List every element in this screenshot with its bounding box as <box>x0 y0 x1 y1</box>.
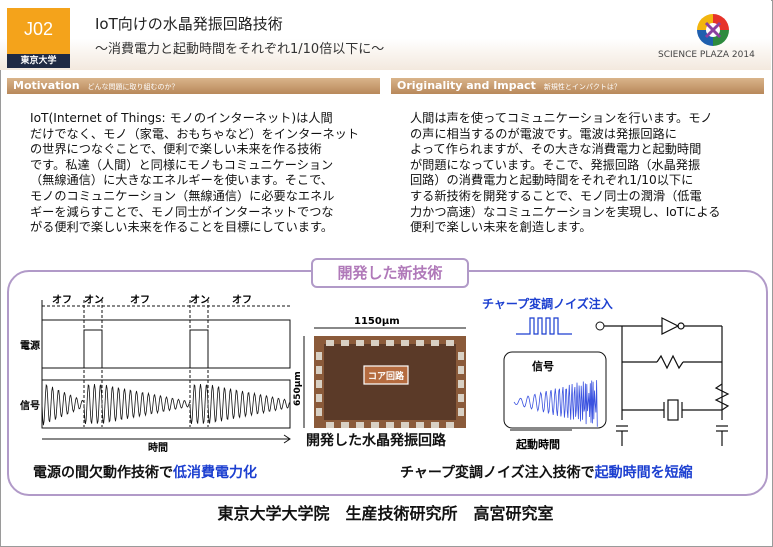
chirp-signal-wave <box>513 380 598 427</box>
motivation-line: （無線通信）に大きなエネルギーを使います。そこで、 <box>30 173 333 188</box>
footer-lab: 東京大学大学院 生産技術研究所 高宮研究室 <box>217 504 554 523</box>
originality-line: 人間は声を使ってコミュニケーションを行います。モノ <box>410 111 713 125</box>
chip-pad <box>416 422 424 428</box>
chip-pad <box>326 422 334 428</box>
left-caption-highlight: 低消費電力化 <box>173 465 257 481</box>
motivation-line: だけでなく、モノ（家電、おもちゃなど）をインターネット <box>30 126 360 141</box>
panel-title: 開発した新技術 <box>311 258 469 288</box>
chip-pad <box>401 340 409 346</box>
crystal-icon <box>667 399 679 421</box>
label-off-1: オフ <box>52 294 72 306</box>
core-circuit-label: コア回路 <box>368 370 405 382</box>
chip-pad <box>401 422 409 428</box>
originality-line: の声に相当するのが電波です。電波は発振回路に <box>410 126 677 141</box>
label-on-1: オン <box>84 294 104 306</box>
chirp-title: チャープ変調ノイズ注入 <box>482 296 613 311</box>
chip-pads <box>316 340 464 428</box>
left-caption-text: 電源の間欠動作技術で <box>33 465 173 481</box>
right-caption-highlight: 起動時間を短縮 <box>594 465 693 481</box>
chip-pad <box>386 422 394 428</box>
header: J02 東京大学 IoT向けの水晶発振回路技術 〜消費電力と起動時間をそれぞれ1… <box>0 0 771 70</box>
chip-pad <box>431 422 439 428</box>
chip-width-label: 1150μm <box>354 316 400 327</box>
originality-line: 力かつ高速）なコミュニケーションを実現し、IoTによる <box>410 204 721 219</box>
chip-height-label: 650μm <box>293 371 303 406</box>
chip-pad <box>316 408 322 416</box>
startup-label: 起動時間 <box>515 437 560 451</box>
chip-caption: 開発した水晶発振回路 <box>306 433 446 449</box>
chip-pad <box>458 366 464 374</box>
originality-line: 回路）の消費電力と起動時間をそれぞれ1/10以下に <box>410 173 694 188</box>
originality-sub: 新規性とインパクトは？ <box>543 83 621 91</box>
chip-pad <box>458 408 464 416</box>
label-on-2: オン <box>190 294 210 306</box>
chirp-signal-label: 信号 <box>532 359 554 373</box>
chip-pad <box>316 380 322 388</box>
university-label: 東京大学 <box>7 54 70 68</box>
chirp-pulse <box>516 317 572 335</box>
motivation-line: です。私達（人間）と同様にモノもコミュニケーション <box>30 157 334 172</box>
motivation-line: ギーを減らすことで、モノ同士がインターネットでつな <box>30 204 334 219</box>
originality-bar: Originality and Impact 新規性とインパクトは？ <box>391 78 764 94</box>
chip-pad <box>356 422 364 428</box>
power-waveform-box <box>41 319 291 369</box>
originality-line: よって作られますが、その大きな消費電力と起動時間 <box>410 142 702 157</box>
chip-pad <box>431 340 439 346</box>
chip-pad <box>416 340 424 346</box>
poster-id-badge: J02 <box>7 8 70 54</box>
motivation-heading: Motivation <box>13 79 80 92</box>
chip-pad <box>316 394 322 402</box>
science-plaza-logo-icon <box>697 14 729 46</box>
chip-pad <box>341 340 349 346</box>
right-caption: チャープ変調ノイズ注入技術で起動時間を短縮 <box>400 462 693 482</box>
core-circuit-box <box>363 365 409 385</box>
label-off-2: オフ <box>130 294 150 306</box>
switch-node <box>595 321 605 331</box>
motivation-sub: どんな問題に取り組むのか？ <box>87 83 179 91</box>
originality-heading: Originality and Impact <box>397 79 536 92</box>
motivation-text: IoT(Internet of Things: モノのインターネット)は人間 だ… <box>30 111 359 236</box>
originality-line: 便利で楽しい未来を創造します。 <box>410 220 592 235</box>
time-arrow-icon <box>283 434 291 444</box>
logo-text: SCIENCE PLAZA 2014 <box>658 50 755 60</box>
chip-pad <box>458 380 464 388</box>
chip-pad <box>356 340 364 346</box>
chip-pad <box>386 340 394 346</box>
resistor-icon <box>714 383 730 411</box>
label-signal: 信号 <box>20 399 40 412</box>
power-waveform <box>42 329 290 369</box>
chip-pad <box>341 422 349 428</box>
inverter-icon <box>661 317 680 335</box>
originality-line: する新技術を開発することで、モノ同士の潤滑（低電 <box>410 188 702 203</box>
motivation-line: の世界につなぐことで、便利で楽しい未来を作る技術 <box>30 142 322 157</box>
originality-line: が問題になっています。そこで、発振回路（水晶発振 <box>410 157 701 172</box>
signal-waveform <box>41 383 290 426</box>
poster-subtitle: 〜消費電力と起動時間をそれぞれ1/10倍以下に〜 <box>95 42 385 57</box>
left-caption: 電源の間欠動作技術で低消費電力化 <box>33 462 257 482</box>
poster-title: IoT向けの水晶発振回路技術 <box>95 15 283 33</box>
motivation-line: がる便利で楽しい未来を作ることを目標にしています。 <box>30 220 334 235</box>
timing-diagram: オフ オン オフ オン オフ 電源 信号 時間 <box>20 294 291 452</box>
chip-pad <box>316 352 322 360</box>
chip-photo: 1150μm コア回路 650μm <box>293 316 466 428</box>
oscillator-schematic <box>604 317 730 446</box>
chip-pad <box>458 394 464 402</box>
chip-pad <box>446 422 454 428</box>
right-caption-text: チャープ変調ノイズ注入技術で <box>400 465 595 481</box>
label-time: 時間 <box>148 441 168 452</box>
motivation-bar: Motivation どんな問題に取り組むのか？ <box>7 78 380 94</box>
chirp-circuit: チャープ変調ノイズ注入 信号 起動時間 <box>482 296 730 451</box>
chip-pad <box>371 340 379 346</box>
chip-pad <box>458 352 464 360</box>
chip-pad <box>326 340 334 346</box>
resistor-icon <box>656 354 684 370</box>
chip-pad <box>446 340 454 346</box>
originality-text: 人間は声を使ってコミュニケーションを行います。モノ の声に相当するのが電波です。… <box>410 111 720 236</box>
chip-pad <box>371 422 379 428</box>
label-power: 電源 <box>20 339 40 352</box>
motivation-line: モノのコミュニケーション（無線通信）に必要なエネル <box>30 188 335 203</box>
motivation-line: IoT(Internet of Things: モノのインターネット)は人間 <box>30 111 333 125</box>
chip-pad <box>316 366 322 374</box>
label-off-3: オフ <box>232 294 252 306</box>
